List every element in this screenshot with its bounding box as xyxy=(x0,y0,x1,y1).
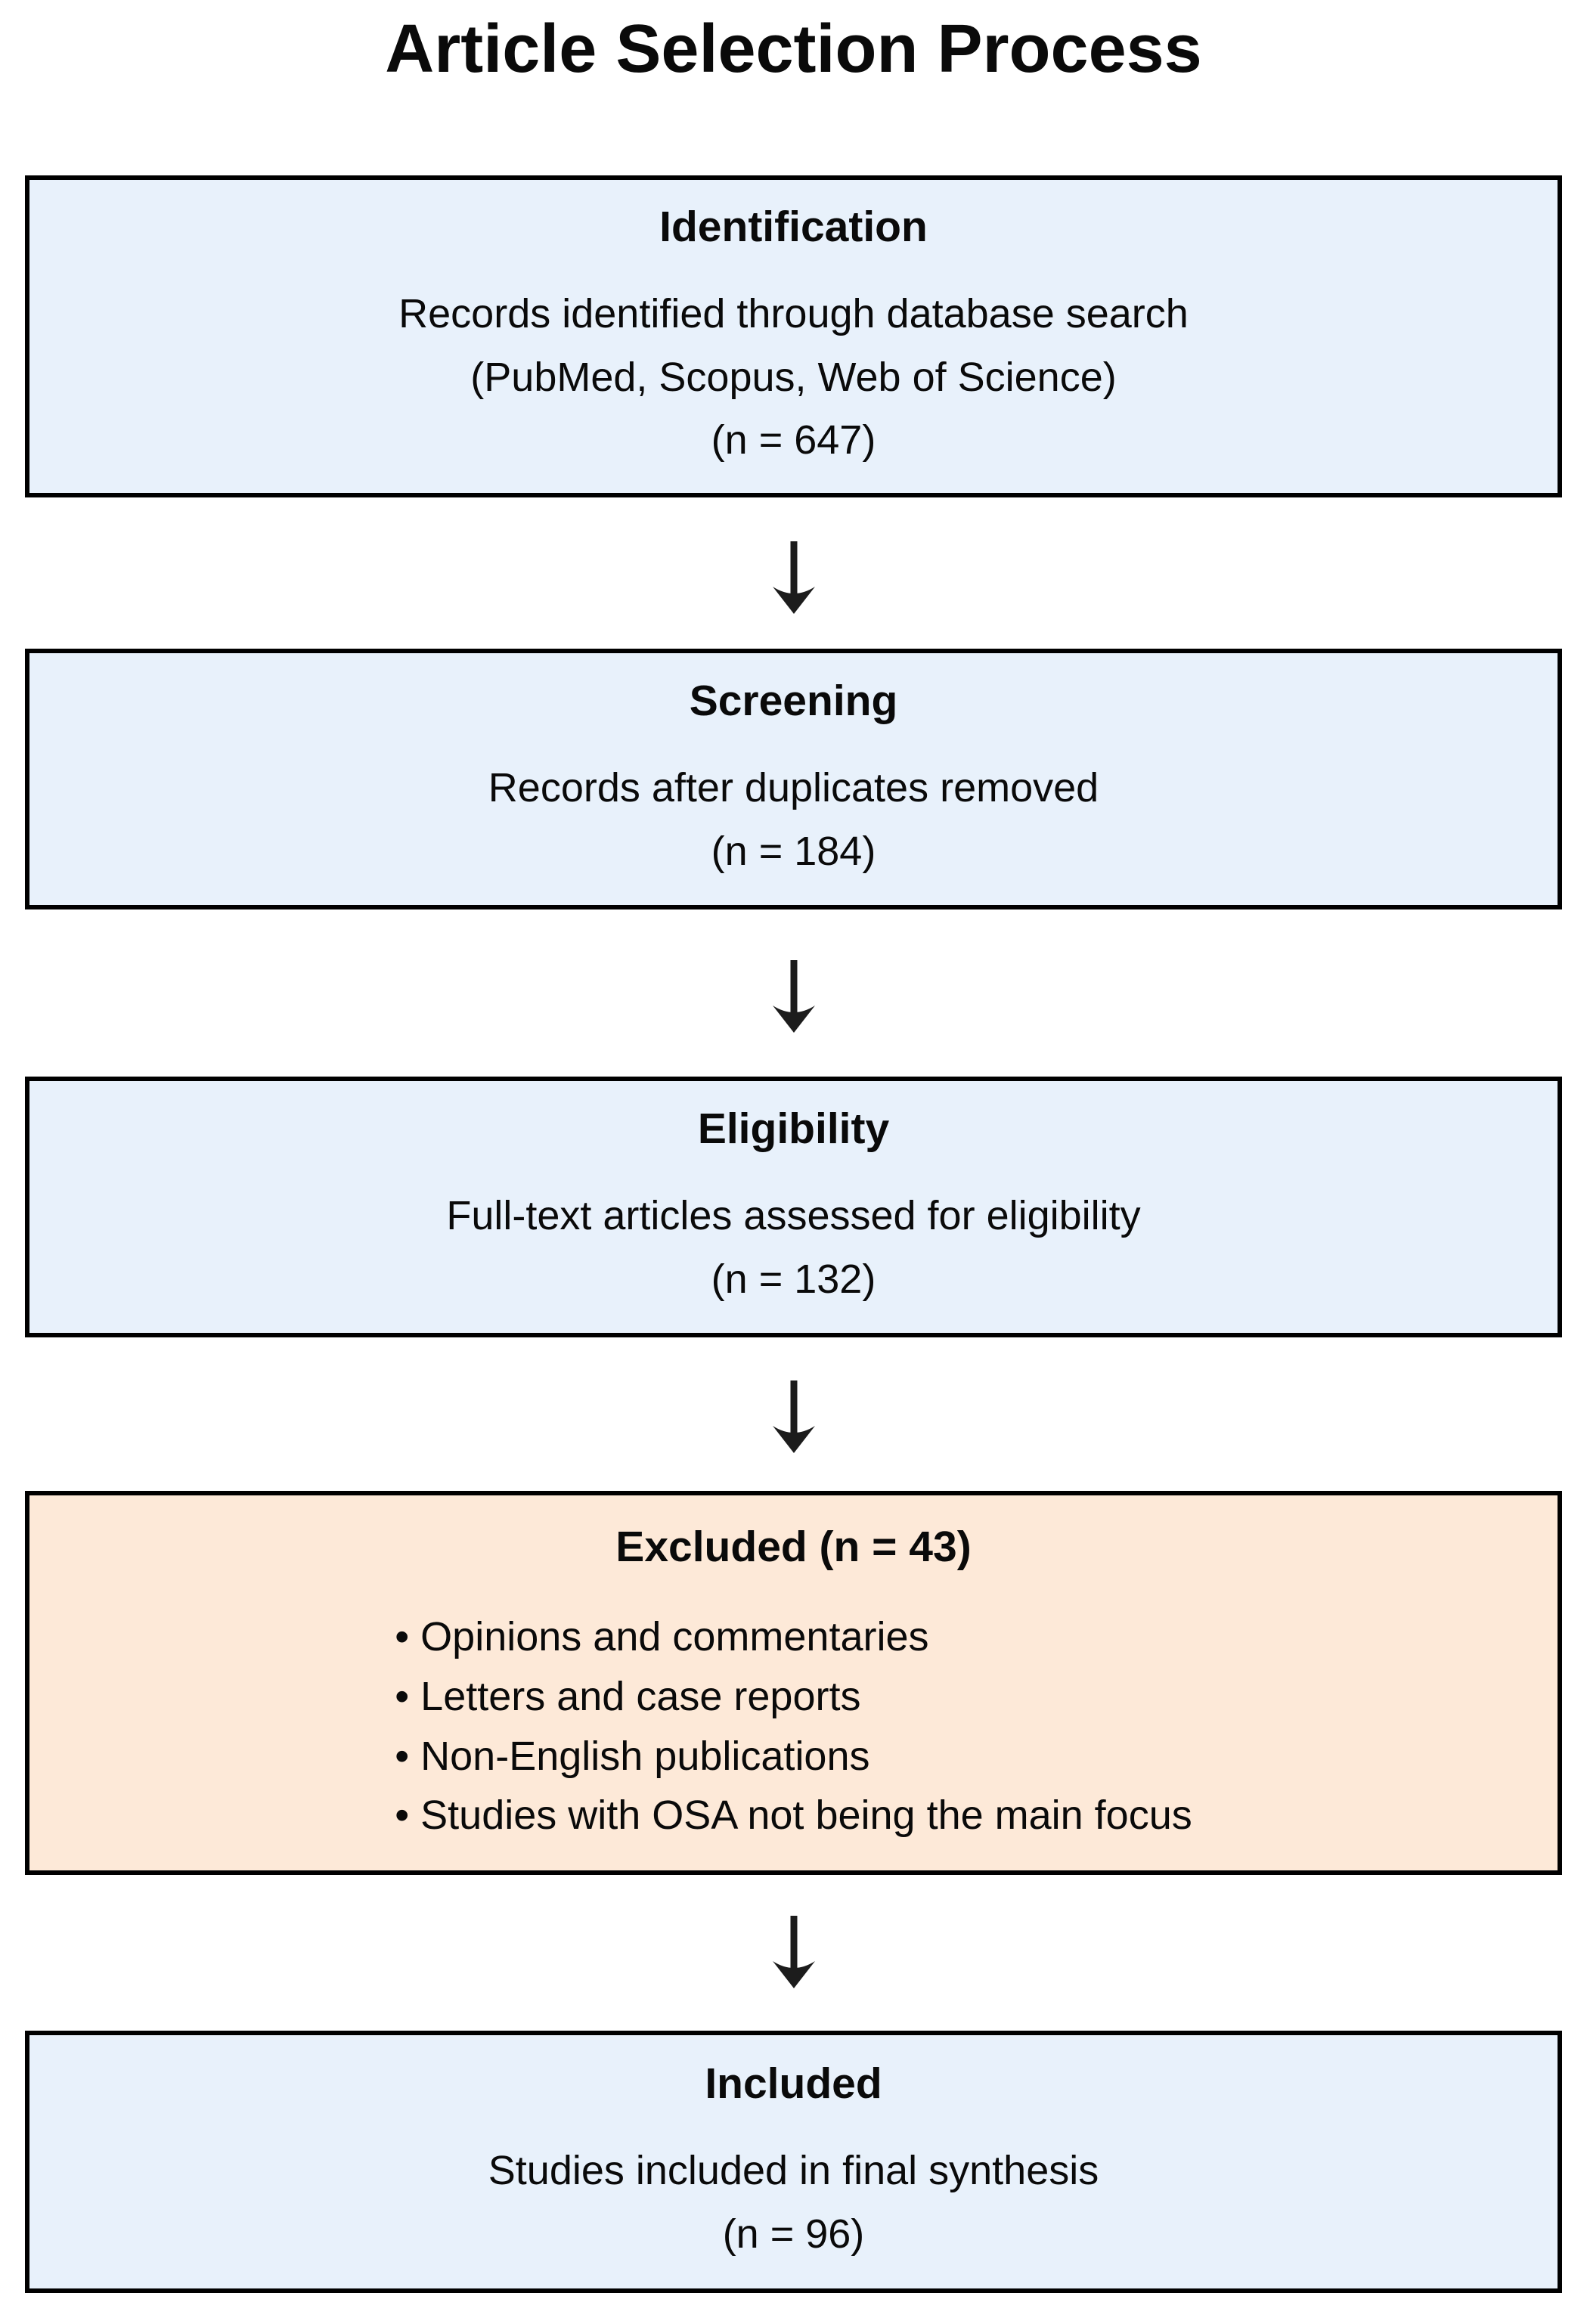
box-line: Records after duplicates removed xyxy=(488,765,1099,811)
box-heading: Included xyxy=(705,2059,882,2109)
page-title: Article Selection Process xyxy=(385,11,1202,87)
down-arrow-icon xyxy=(767,1914,821,1990)
flow-box-included: Included Studies included in final synth… xyxy=(25,2031,1562,2293)
bullet-item: Non-English publications xyxy=(395,1727,1192,1786)
bullet-item: Letters and case reports xyxy=(395,1667,1192,1727)
box-line: (n = 647) xyxy=(711,417,876,463)
box-heading: Screening xyxy=(689,677,898,726)
box-line: Studies included in final synthesis xyxy=(488,2148,1099,2194)
flow-box-identification: Identification Records identified throug… xyxy=(25,175,1562,497)
down-arrow-icon xyxy=(767,1379,821,1455)
excluded-bullet-list: Opinions and commentaries Letters and ca… xyxy=(395,1607,1192,1845)
box-heading: Excluded (n = 43) xyxy=(615,1522,972,1571)
down-arrow-icon xyxy=(767,959,821,1034)
down-arrow-icon xyxy=(767,540,821,615)
box-line: (n = 96) xyxy=(722,2211,865,2257)
box-line: (n = 184) xyxy=(711,829,876,875)
flow-box-screening: Screening Records after duplicates remov… xyxy=(25,649,1562,909)
bullet-item: Studies with OSA not being the main focu… xyxy=(395,1786,1192,1845)
flow-box-eligibility: Eligibility Full-text articles assessed … xyxy=(25,1077,1562,1337)
box-line: (n = 132) xyxy=(711,1257,876,1303)
box-heading: Eligibility xyxy=(697,1105,890,1154)
flow-box-excluded: Excluded (n = 43) Opinions and commentar… xyxy=(25,1491,1562,1875)
box-line: (PubMed, Scopus, Web of Science) xyxy=(470,354,1117,400)
box-heading: Identification xyxy=(659,202,928,251)
box-line: Full-text articles assessed for eligibil… xyxy=(446,1193,1141,1239)
box-line: Records identified through database sear… xyxy=(398,291,1189,337)
bullet-item: Opinions and commentaries xyxy=(395,1607,1192,1667)
